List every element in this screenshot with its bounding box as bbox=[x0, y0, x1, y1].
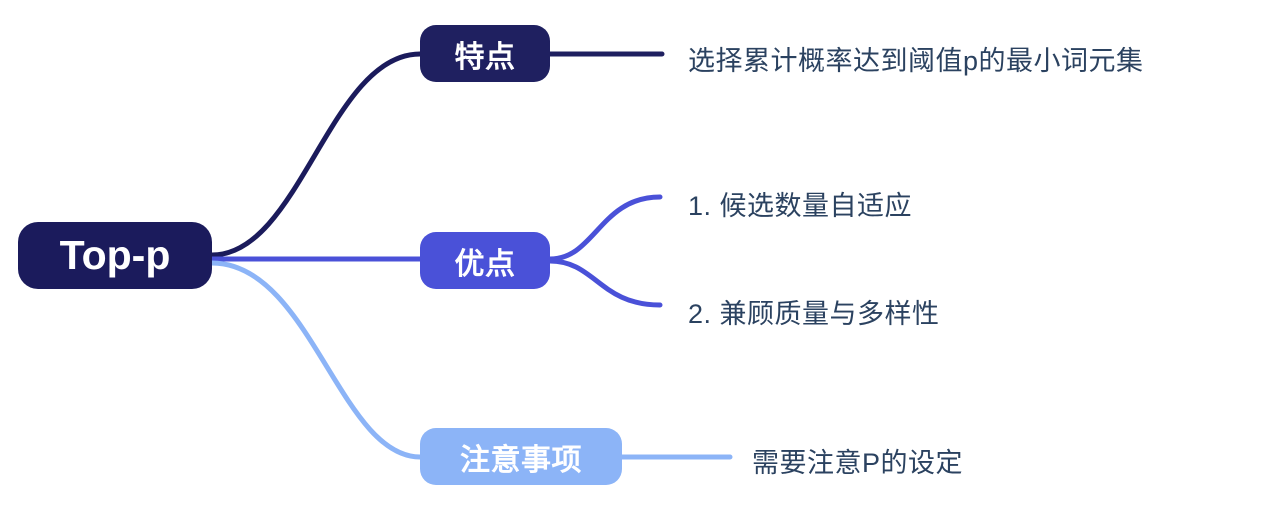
mindmap-leaf-youdian-1: 1. 候选数量自适应 bbox=[688, 191, 913, 221]
mindmap-branch-label-youdian: 优点 bbox=[454, 247, 516, 281]
mindmap-branch-node-zhuyishixiang[interactable]: 注意事项 bbox=[420, 428, 622, 485]
edge-youdian-to-leaf-2 bbox=[547, 258, 663, 308]
edge-root-to-tedian bbox=[209, 51, 423, 258]
mindmap-root-node[interactable]: Top-p bbox=[18, 222, 212, 289]
edge-youdian-to-leaf-1 bbox=[547, 194, 663, 262]
mindmap-leaf-tedian-1: 选择累计概率达到阈值p的最小词元集 bbox=[688, 46, 1144, 76]
mindmap-branch-label-zhuyishixiang: 注意事项 bbox=[460, 443, 582, 477]
mindmap-branch-label-tedian: 特点 bbox=[454, 40, 516, 74]
mindmap-leaf-zhuyishixiang-1: 需要注意P的设定 bbox=[752, 448, 964, 478]
mindmap-leaf-youdian-2: 2. 兼顾质量与多样性 bbox=[688, 299, 940, 329]
mindmap-branch-node-youdian[interactable]: 优点 bbox=[420, 232, 550, 289]
mindmap-root-label: Top-p bbox=[59, 232, 171, 278]
edge-root-to-zhuyishixiang bbox=[209, 260, 423, 460]
mindmap-branch-node-tedian[interactable]: 特点 bbox=[420, 25, 550, 82]
